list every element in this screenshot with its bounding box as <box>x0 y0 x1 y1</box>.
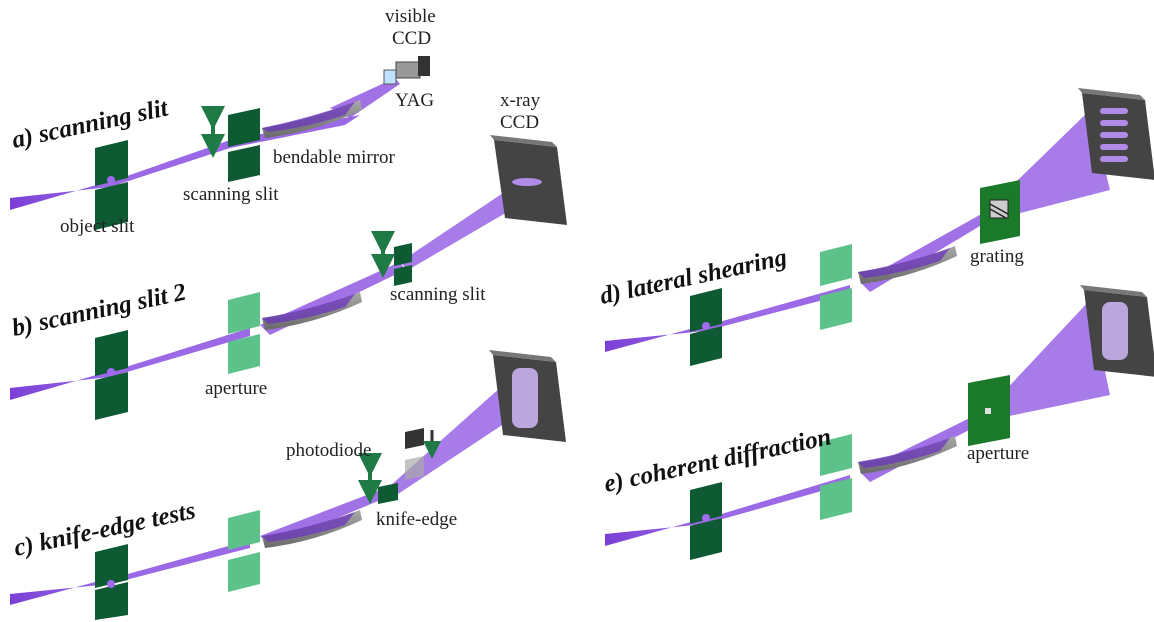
scanning-slit-b-top <box>394 243 412 266</box>
object-slit-d-top <box>690 288 722 332</box>
scanning-slit-b-bottom <box>394 265 412 286</box>
label-mirror-a: bendable mirror <box>273 147 396 168</box>
aperture-c-top <box>228 510 260 550</box>
label-grating: grating <box>970 246 1024 267</box>
object-slit-a-top <box>95 140 128 186</box>
panel-a: object slit scanning slit bendable mirro… <box>10 6 436 237</box>
panel-b: aperture scanning slit x-ray CCD b) scan… <box>10 90 567 420</box>
label-ccd-b-1: x-ray <box>500 90 541 111</box>
beam-a-1 <box>10 181 110 210</box>
aperture-b-bottom <box>228 334 260 374</box>
label-ccd-a-1: visible <box>385 6 436 27</box>
scanning-slit-a-bottom <box>228 145 260 182</box>
knife-edge-c <box>378 483 398 504</box>
label-ccd-b-2: CCD <box>500 112 539 133</box>
beam-spot-a <box>107 176 115 184</box>
panel-a-title: a) scanning slit <box>10 94 172 154</box>
aperture-d-bottom <box>820 288 852 330</box>
object-slit-d-bottom <box>690 326 722 366</box>
label-photodiode: photodiode <box>286 440 372 461</box>
object-slit-c-bottom <box>95 582 128 620</box>
shearing-fringes <box>1100 108 1128 162</box>
label-scanning-slit-b: scanning slit <box>390 284 486 305</box>
label-ccd-a-2: CCD <box>392 28 431 49</box>
panel-e: aperture e) coherent diffraction <box>602 285 1154 560</box>
panel-b-title: b) scanning slit 2 <box>10 279 189 342</box>
visible-ccd-body <box>418 56 430 76</box>
object-slit-e-bottom <box>690 518 722 560</box>
aperture-e-bottom <box>820 478 852 520</box>
object-slit-c-top <box>95 544 128 588</box>
aperture-b-top <box>228 292 260 334</box>
object-slit-b-top <box>95 330 128 376</box>
scanning-slit-a-top <box>228 108 260 147</box>
label-aperture-b: aperture <box>205 378 267 399</box>
label-yag: YAG <box>395 90 434 111</box>
label-scanning-slit-a: scanning slit <box>183 184 279 205</box>
photodiode <box>405 428 424 449</box>
yag-screen <box>383 69 397 85</box>
beam-b-1 <box>10 371 110 400</box>
aperture-c-bottom <box>228 552 260 592</box>
aperture-d-top <box>820 244 852 286</box>
label-aperture-e: aperture <box>967 443 1029 464</box>
label-knife-edge: knife-edge <box>376 509 457 530</box>
aperture-e-top <box>820 434 852 476</box>
beam-a-2 <box>110 140 230 187</box>
visible-ccd-camera <box>395 61 421 79</box>
object-slit-e-top <box>690 482 722 524</box>
object-slit-b-bottom <box>95 372 128 420</box>
object-slit-a-bottom <box>95 182 128 230</box>
panel-c: photodiode knife-edge c) knife-edge test… <box>10 350 566 620</box>
label-object-slit-a: object slit <box>60 216 135 237</box>
